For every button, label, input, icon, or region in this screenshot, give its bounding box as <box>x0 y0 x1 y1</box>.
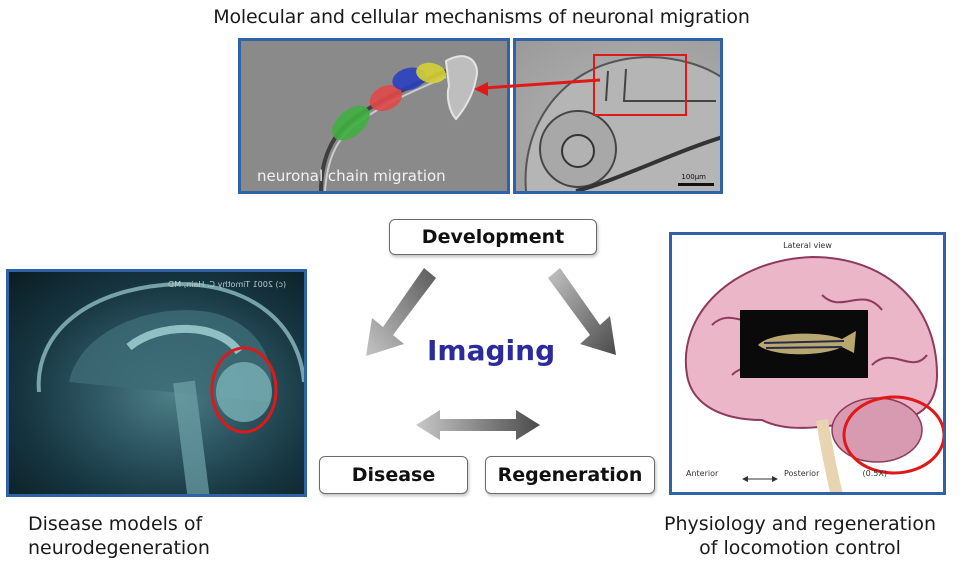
neuron-chain-graphic <box>319 55 478 191</box>
regeneration-node: Regeneration <box>485 456 655 494</box>
brain-graphic <box>684 255 943 492</box>
caption-left-line1: Disease models of <box>28 513 203 535</box>
arrow-disease-regeneration <box>416 410 540 440</box>
caption-right-line1: Physiology and regeneration <box>664 513 936 535</box>
highlight-box <box>593 54 687 116</box>
posterior-label: Posterior <box>784 469 820 478</box>
caption-right-line2: of locomotion control <box>699 537 901 559</box>
scale-label: 100µm <box>681 173 706 181</box>
arrow-development-to-disease <box>366 268 436 356</box>
development-label: Development <box>421 226 565 248</box>
caption-disease-models: Disease models of neurodegeneration <box>28 512 210 560</box>
scale-note: (0.5X) <box>862 469 887 478</box>
cerebellum <box>216 362 272 422</box>
mri-graphic <box>36 281 304 494</box>
regeneration-label: Regeneration <box>497 464 643 486</box>
imaging-label: Imaging <box>427 334 556 367</box>
diagram-title: Molecular and cellular mechanisms of neu… <box>213 6 750 28</box>
pointer-arrow-line <box>483 78 601 90</box>
disease-label: Disease <box>351 464 436 486</box>
embryo-graphic <box>524 54 720 191</box>
cell-red <box>369 84 403 112</box>
mri-brain-image: (c) 2001 Timothy C. Hain, MD <box>6 269 307 497</box>
neuronal-migration-image: neuronal chain migration <box>238 38 510 194</box>
scale-bar <box>678 183 714 186</box>
cell-green <box>332 105 370 141</box>
disease-node: Disease <box>319 456 468 494</box>
view-label: Lateral view <box>783 241 832 250</box>
embryo-image: 100µm <box>513 38 723 194</box>
cell-yellow <box>416 62 446 84</box>
caption-physiology: Physiology and regeneration of locomotio… <box>635 512 963 560</box>
highlight-circle <box>210 346 278 434</box>
caption-left-line2: neurodegeneration <box>28 537 210 559</box>
arrow-development-to-regeneration <box>548 268 616 355</box>
pointer-arrow-head <box>474 82 488 96</box>
brain-illustration: Lateral view Anterior Posterior (0.5X) <box>669 232 946 495</box>
anterior-label: Anterior <box>686 469 719 478</box>
highlight-circle <box>842 395 943 475</box>
development-node: Development <box>389 219 597 255</box>
neuron-caption: neuronal chain migration <box>257 167 446 185</box>
